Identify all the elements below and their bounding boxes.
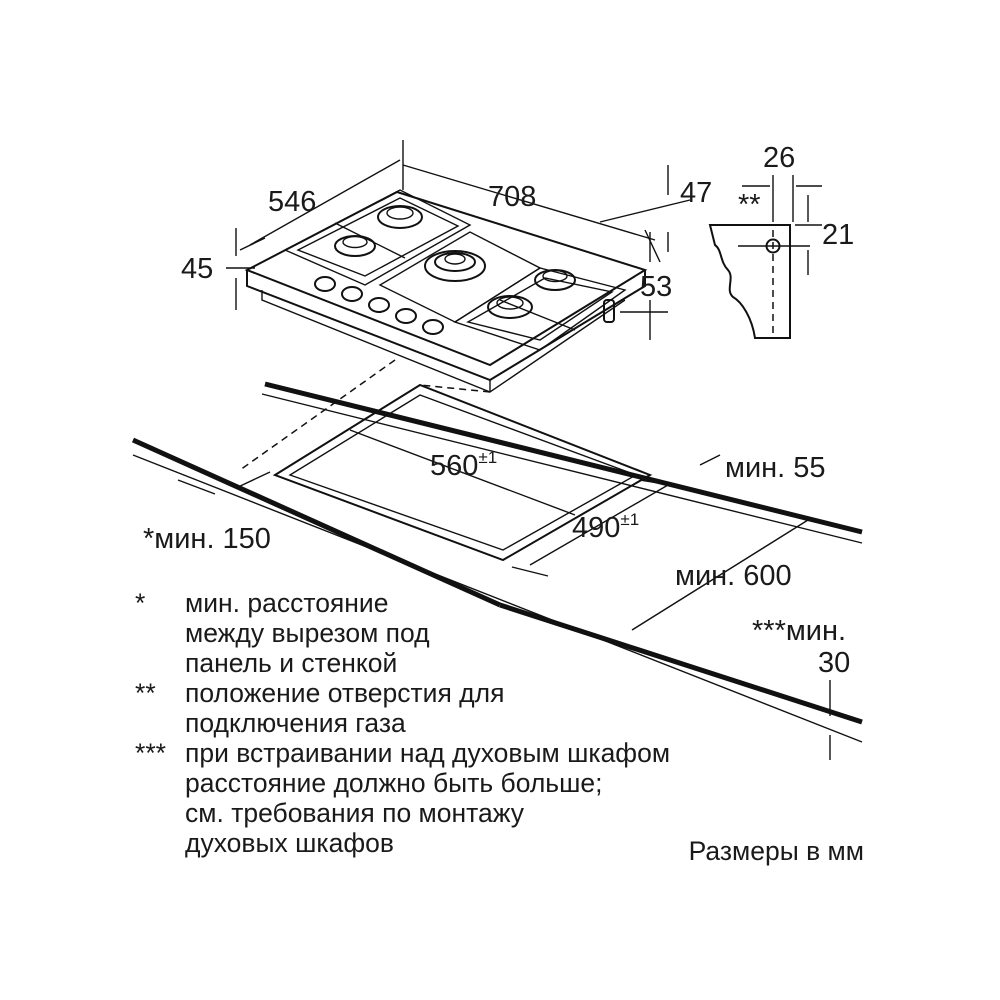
footnote-3: *** при встраивании над духовым шкафом р… xyxy=(135,738,835,858)
dim-min-150: *мин. 150 xyxy=(143,523,271,555)
dim-min-30: 30 xyxy=(818,647,850,679)
footnote-text: положение отверстия для подключения газа xyxy=(185,678,505,738)
footnotes: * мин. расстояние между вырезом под пане… xyxy=(135,588,835,858)
dim-depth-546: 546 xyxy=(268,186,316,218)
burner-front-right xyxy=(487,295,533,319)
burner-front-left xyxy=(334,235,376,257)
control-knobs xyxy=(314,276,444,335)
footnote-text: при встраивании над духовым шкафом расст… xyxy=(185,738,671,858)
dim-offset-47: 47 xyxy=(680,177,712,209)
dim-offset-53: 53 xyxy=(640,271,672,303)
footnote-mark: ** xyxy=(135,678,156,708)
dim-height-45: 45 xyxy=(181,253,213,285)
dim-gas-marker: ** xyxy=(738,189,761,221)
gas-connection-detail: 26 ** 21 xyxy=(708,142,854,339)
cutout-dimensions: 560±1 490±1 мин. 55 *мин. 150 мин. 600 *… xyxy=(143,429,850,760)
hob-drawing xyxy=(244,189,648,393)
hob-dimensions: 708 546 45 47 53 xyxy=(181,140,712,340)
burner-rear-left xyxy=(377,205,423,229)
countertop-drawing xyxy=(131,359,863,743)
dim-min-55: мин. 55 xyxy=(725,452,826,484)
footnote-text: мин. расстояние между вырезом под панель… xyxy=(185,588,430,678)
dim-cutout-depth: 490±1 xyxy=(572,510,639,544)
footnote-1: * мин. расстояние между вырезом под пане… xyxy=(135,588,835,678)
dim-width-708: 708 xyxy=(488,181,536,213)
dim-cutout-width: 560±1 xyxy=(430,448,497,482)
footnote-mark: * xyxy=(135,588,146,618)
dim-min-label: ***мин. xyxy=(752,615,846,647)
burner-rear-right xyxy=(534,269,576,291)
footnote-2: ** положение отверстия для подключения г… xyxy=(135,678,835,738)
gas-connector xyxy=(603,299,615,323)
dim-gas-26: 26 xyxy=(763,142,795,174)
dim-min-600: мин. 600 xyxy=(675,560,792,592)
footnote-mark: *** xyxy=(135,738,166,768)
cutout-opening xyxy=(272,383,653,562)
units-label: Размеры в мм xyxy=(688,836,864,866)
burner-wok-center xyxy=(424,250,486,282)
dim-gas-21: 21 xyxy=(822,219,854,251)
